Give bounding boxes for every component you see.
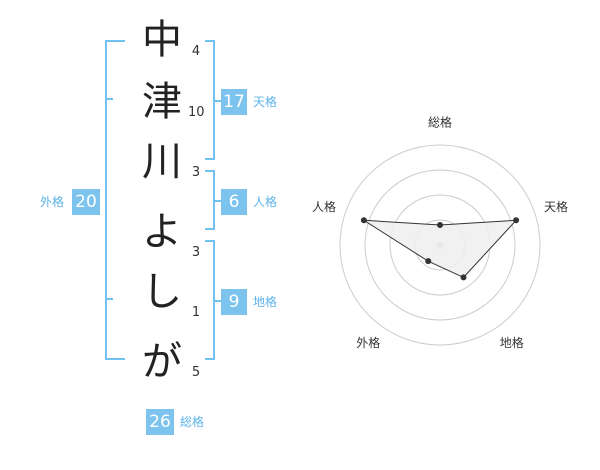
name-char-5: し bbox=[142, 269, 182, 315]
radar-ring-3 bbox=[364, 169, 516, 321]
name-char-2: 津 bbox=[142, 79, 182, 125]
radar-axis-label-4: 外格 bbox=[356, 335, 380, 350]
soukaku-value: 26 bbox=[146, 409, 174, 435]
stroke-count-5: 1 bbox=[191, 305, 201, 320]
radar-axis-label-3: 地格 bbox=[500, 335, 524, 350]
radar-point-1 bbox=[437, 222, 443, 228]
radar-ring-4 bbox=[339, 144, 541, 346]
stroke-count-6: 5 bbox=[191, 365, 201, 380]
radar-axis-label-2: 天格 bbox=[544, 199, 568, 214]
chikaku-value: 9 bbox=[221, 289, 247, 315]
gaikaku-value: 20 bbox=[72, 189, 100, 215]
name-char-3: 川 bbox=[142, 139, 182, 185]
radar-point-3 bbox=[460, 274, 467, 281]
radar-series-polygon bbox=[363, 219, 518, 279]
radar-points bbox=[360, 217, 520, 281]
chikaku-label: 地格 bbox=[253, 295, 278, 309]
radar-point-4 bbox=[425, 258, 432, 265]
stroke-count-2: 10 bbox=[188, 105, 205, 120]
gaikaku-label: 外格 bbox=[40, 195, 65, 209]
name-char-6: が bbox=[142, 339, 182, 385]
soukaku-label: 総格 bbox=[180, 415, 205, 429]
stroke-count-1: 4 bbox=[191, 44, 201, 59]
stroke-count-3: 3 bbox=[191, 165, 201, 180]
name-char-4: よ bbox=[142, 209, 182, 255]
radar-point-2 bbox=[513, 217, 520, 224]
jinkaku-label: 人格 bbox=[253, 195, 278, 209]
tenkaku-value: 17 bbox=[221, 89, 247, 115]
name-char-1: 中 bbox=[142, 17, 182, 63]
tenkaku-label: 天格 bbox=[253, 95, 278, 109]
jinkaku-value: 6 bbox=[221, 189, 247, 215]
radar-point-5 bbox=[360, 217, 367, 224]
radar-axis-label-1: 総格 bbox=[428, 115, 452, 130]
stroke-count-4: 3 bbox=[191, 245, 201, 260]
radar-axis-label-5: 人格 bbox=[312, 199, 336, 214]
